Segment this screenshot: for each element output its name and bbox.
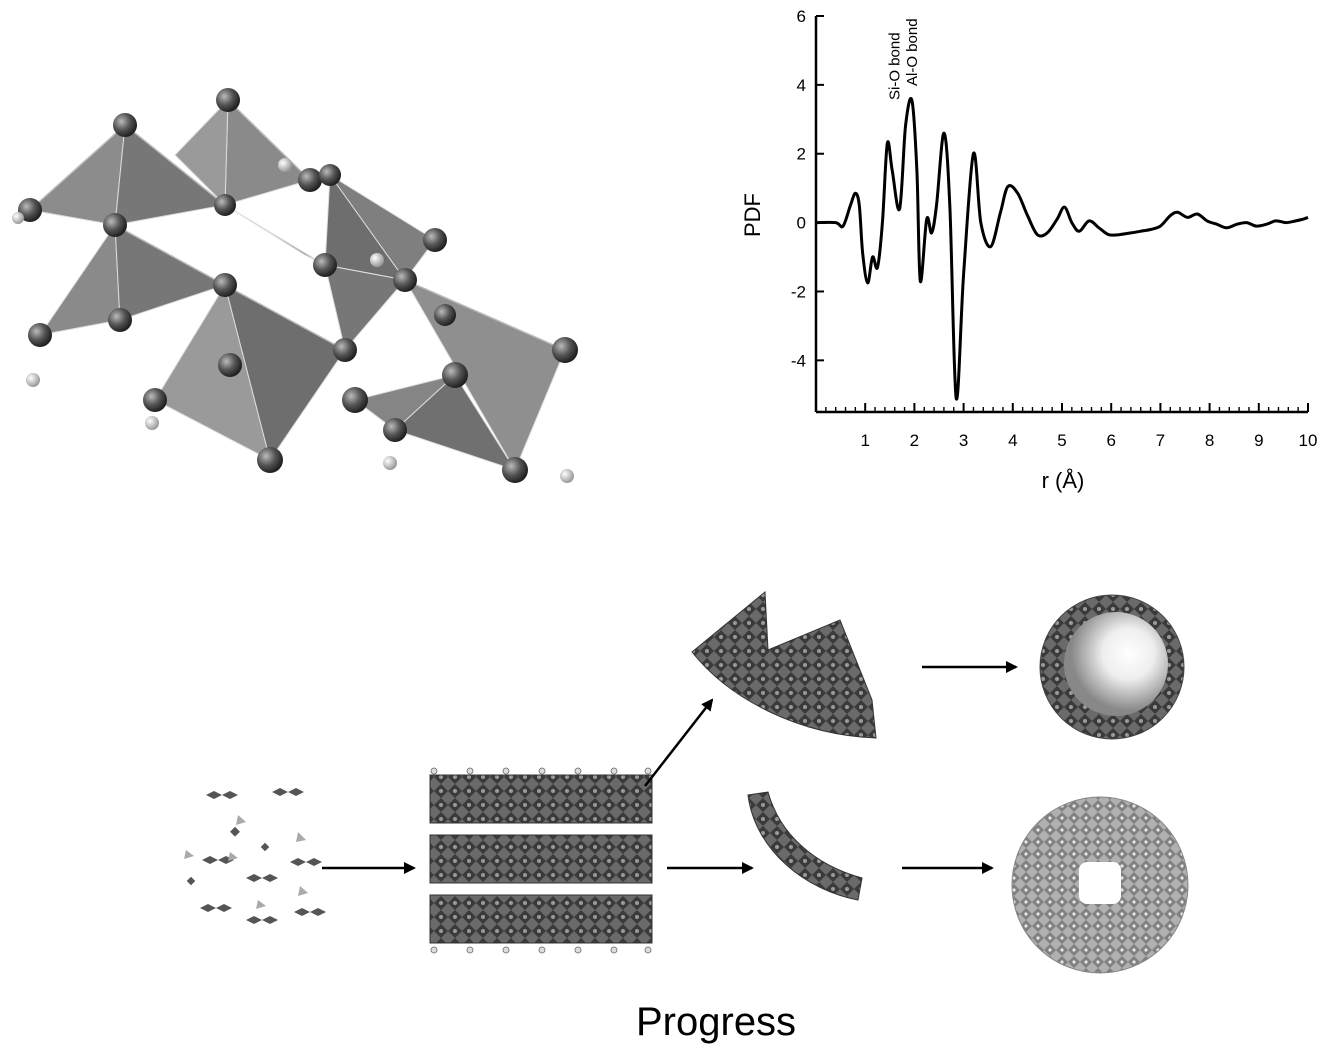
x-tick-label: 8 (1205, 431, 1214, 450)
nanotube-end-view (1011, 796, 1189, 974)
y-tick-label: 0 (797, 214, 806, 233)
x-tick-label: 1 (860, 431, 869, 450)
curling-sheet-large (691, 590, 877, 739)
x-axis-label: r (Å) (1042, 468, 1085, 493)
precursor-cluster (184, 788, 326, 924)
curling-sheet-small (747, 791, 863, 901)
nanotube-open-end (1039, 594, 1185, 740)
octahedral-structure-illustration (12, 88, 578, 483)
x-tick-label: 6 (1106, 431, 1115, 450)
y-tick-label: -4 (791, 351, 806, 370)
x-tick-label: 4 (1008, 431, 1017, 450)
y-axis-label: PDF (740, 193, 765, 237)
x-axis: 1 2 3 4 5 6 7 8 9 10 (816, 403, 1317, 450)
x-tick-label: 10 (1299, 431, 1318, 450)
y-tick-label: -2 (791, 282, 806, 301)
layered-stack (429, 767, 653, 954)
nanotube-formation-diagram (184, 590, 1189, 974)
x-tick-label: 7 (1156, 431, 1165, 450)
x-tick-label: 3 (959, 431, 968, 450)
x-tick-label: 2 (910, 431, 919, 450)
x-tick-label: 9 (1254, 431, 1263, 450)
y-tick-label: 2 (797, 145, 806, 164)
progress-label: Progress (636, 1000, 797, 1044)
y-axis: -4 -2 0 2 4 6 (791, 7, 824, 412)
y-tick-label: 6 (797, 7, 806, 26)
y-tick-label: 4 (797, 76, 806, 95)
pdf-series-line (815, 97, 1309, 401)
x-tick-label: 5 (1057, 431, 1066, 450)
arrow-stack-to-large-sheet (644, 698, 714, 787)
bond-annotation-label: Al-O bond (904, 18, 921, 86)
bond-annotation-label: Si-O bond (887, 32, 904, 100)
